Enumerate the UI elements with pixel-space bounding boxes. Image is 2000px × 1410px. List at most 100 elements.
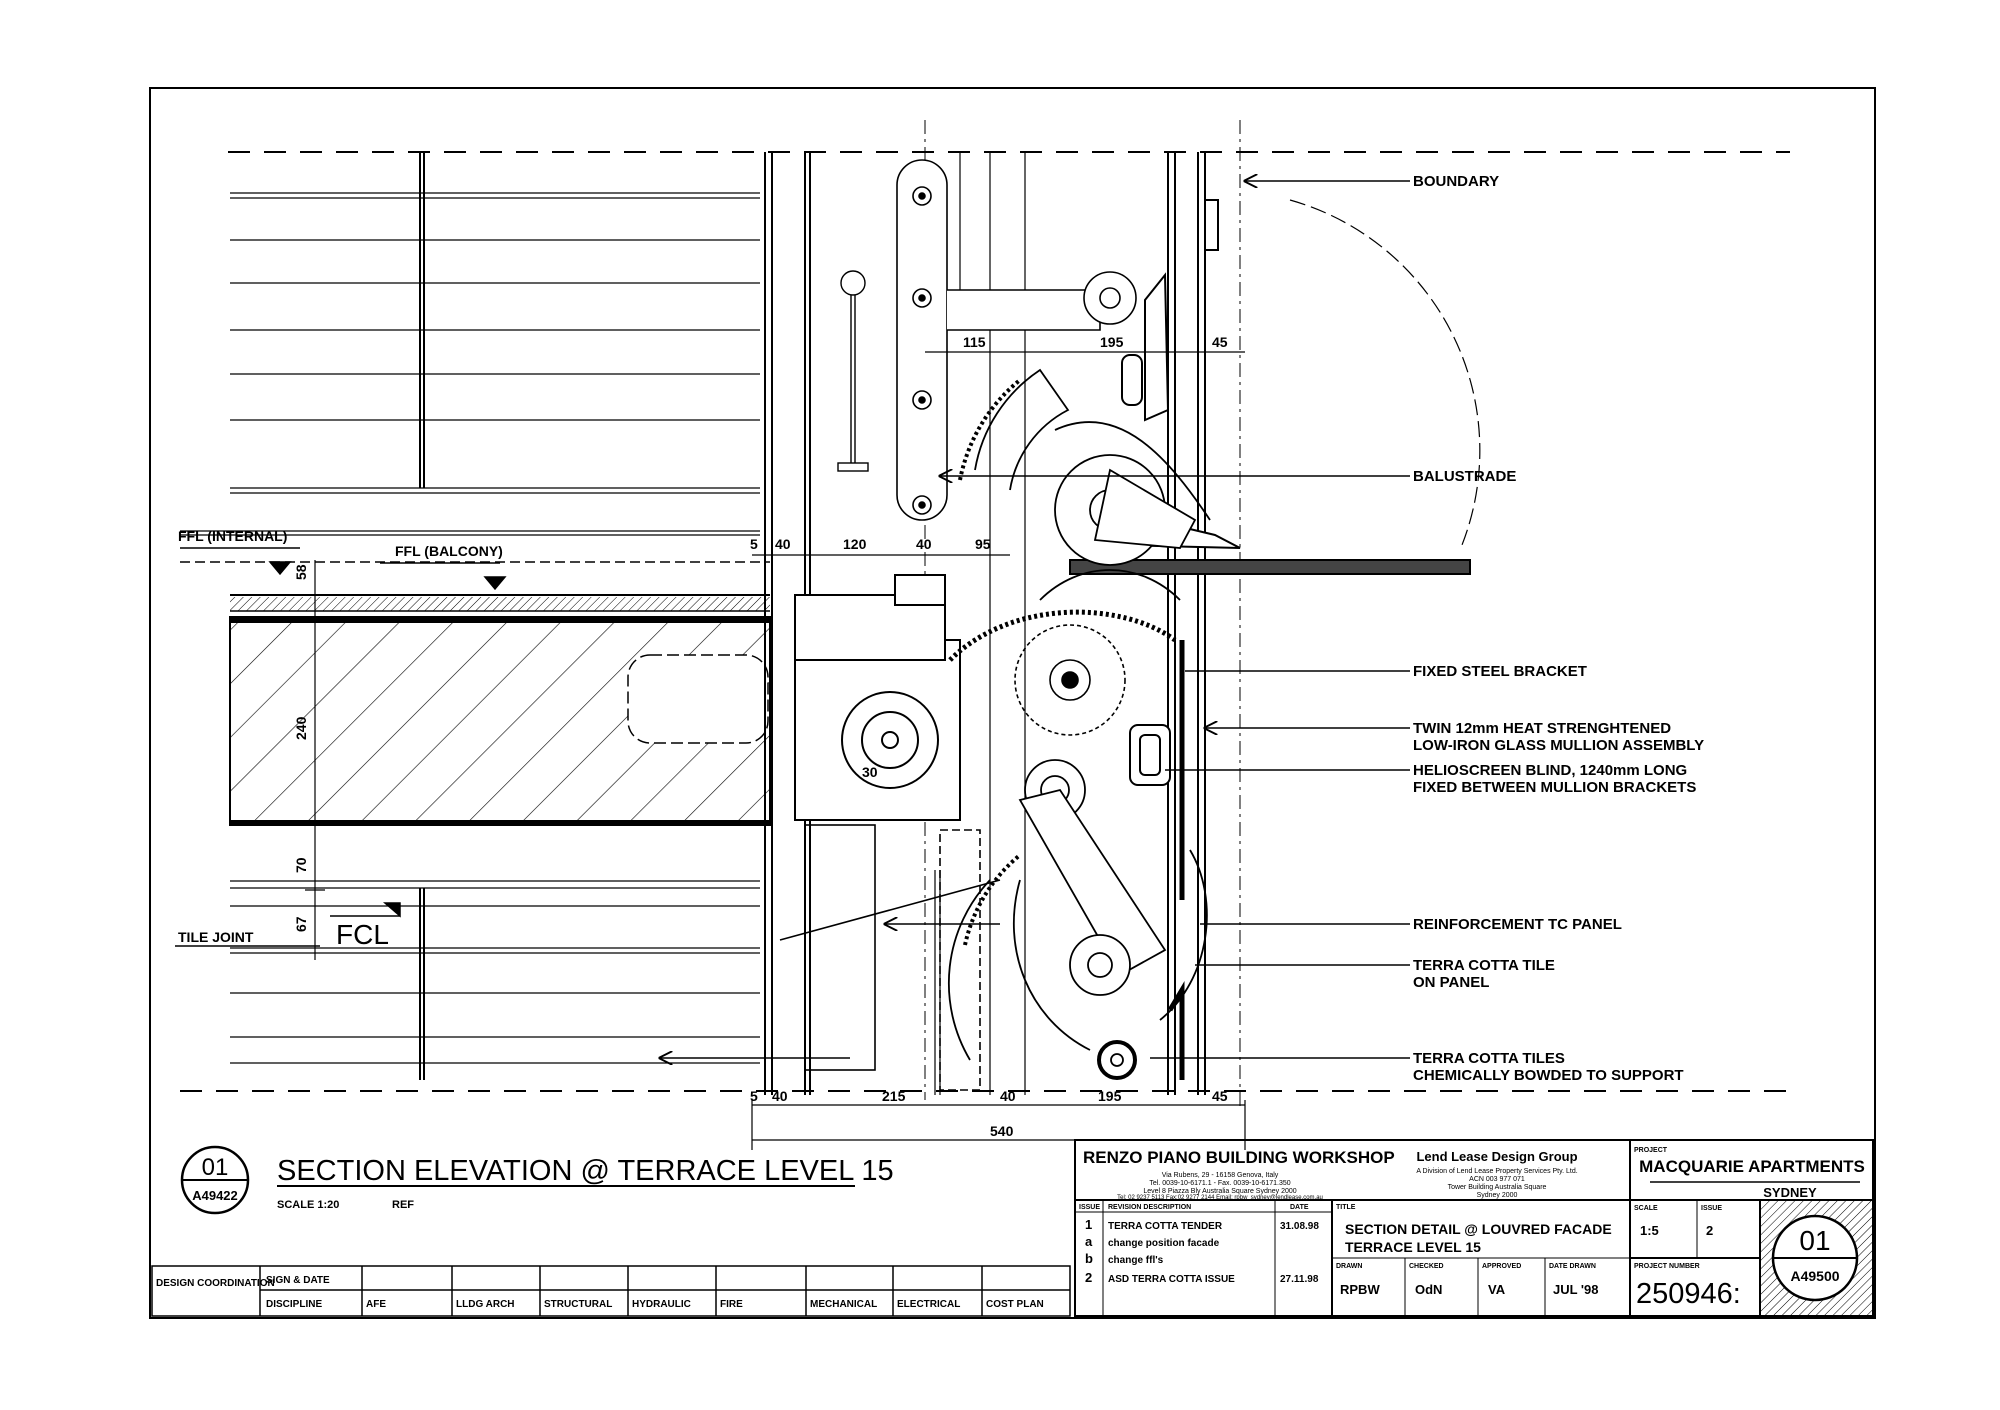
upper-rail <box>896 159 1137 521</box>
coord-col-6: ELECTRICAL <box>897 1299 960 1310</box>
drawing-title-text: SECTION ELEVATION @ TERRACE LEVEL 15 <box>277 1155 894 1187</box>
tb-sheet-title-2: TERRACE LEVEL 15 <box>1345 1239 1481 1255</box>
tb-rev-1-issue: a <box>1085 1234 1093 1249</box>
label-blind-1: HELIOSCREEN BLIND, 1240mm LONG <box>1413 762 1687 779</box>
label-tc-tile-1: TERRA COTTA TILE <box>1413 957 1555 974</box>
dim-bot-540: 540 <box>990 1123 1014 1139</box>
drawing-ref: REF <box>392 1199 414 1211</box>
tb-rev-2-desc: change ffl's <box>1108 1255 1164 1266</box>
tb-firm-addr-3: Level 8 Piazza Bly Australia Square Sydn… <box>1143 1188 1296 1195</box>
dim-bot-40a: 40 <box>772 1088 788 1104</box>
dim-v-240: 240 <box>293 716 309 740</box>
tb-partner-addr-2: ACN 003 977 071 <box>1469 1176 1525 1183</box>
sheet-border <box>149 87 1876 1319</box>
drawing-number: 01 <box>202 1154 229 1181</box>
tb-city: SYDNEY <box>1763 1185 1817 1200</box>
title-block <box>1074 1139 1874 1317</box>
tb-rev-0-issue: 1 <box>1085 1217 1092 1232</box>
tb-approved-hdr: APPROVED <box>1482 1263 1521 1270</box>
dim-mid-40b: 40 <box>916 536 932 552</box>
label-reinforcement: REINFORCEMENT TC PANEL <box>1413 916 1622 933</box>
tb-issue-hdr: ISSUE <box>1079 1204 1100 1211</box>
label-fcl: FCL <box>336 919 389 950</box>
tb-drawn: RPBW <box>1340 1282 1380 1297</box>
coord-col-2: STRUCTURAL <box>544 1299 612 1310</box>
tb-rev-1-desc: change position facade <box>1108 1238 1220 1249</box>
label-tc-tiles-1: TERRA COTTA TILES <box>1413 1050 1565 1067</box>
tb-partner-addr-3: Tower Building Australia Square <box>1448 1184 1547 1191</box>
tb-partner-addr-1: A Division of Lend Lease Property Servic… <box>1416 1168 1577 1175</box>
balustrade-swing-arc <box>1289 199 1481 546</box>
label-ffl-internal: FFL (INTERNAL) <box>178 528 287 544</box>
coord-design-coordination: DESIGN COORDINATION <box>156 1278 275 1289</box>
lower-box <box>779 824 1001 1091</box>
tb-partner: Lend Lease Design Group <box>1416 1149 1577 1164</box>
tb-revision-hdr: REVISION DESCRIPTION <box>1108 1204 1191 1211</box>
tb-project-number: 250946: <box>1636 1278 1741 1310</box>
tb-firm-addr-2: Tel. 0039-10-6171.1 - Fax. 0039-10-6171.… <box>1149 1180 1290 1187</box>
drawing-title: 01 A49422 SECTION ELEVATION @ TERRACE LE… <box>180 1145 894 1215</box>
tb-issue-no: 2 <box>1706 1223 1713 1238</box>
coord-discipline: DISCIPLINE <box>266 1299 322 1310</box>
label-tile-joint: TILE JOINT <box>178 929 254 945</box>
dim-mid-40a: 40 <box>775 536 791 552</box>
pendant-rod <box>837 270 869 472</box>
tb-scale-hdr: SCALE <box>1634 1205 1658 1212</box>
tb-sheet-code: A49500 <box>1790 1268 1839 1284</box>
leader-lines <box>660 181 1410 1058</box>
tb-date-drawn: JUL '98 <box>1553 1282 1599 1297</box>
coord-sign-date: SIGN & DATE <box>266 1275 330 1286</box>
louvre-mechanism-lower <box>947 759 1208 1080</box>
balustrade-glass <box>1121 199 1219 422</box>
coord-col-3: HYDRAULIC <box>632 1299 691 1310</box>
coord-col-5: MECHANICAL <box>810 1299 877 1310</box>
dim-mid-120: 120 <box>843 536 867 552</box>
dim-bot-215: 215 <box>882 1088 906 1104</box>
dim-mid-5: 5 <box>750 536 758 552</box>
tb-firm: RENZO PIANO BUILDING WORKSHOP <box>1083 1148 1395 1167</box>
dim-top-195: 195 <box>1100 334 1124 350</box>
label-tc-tile-2: ON PANEL <box>1413 974 1489 991</box>
label-tc-tiles-2: CHEMICALLY BOWDED TO SUPPORT <box>1413 1067 1684 1084</box>
tb-date-drawn-hdr: DATE DRAWN <box>1549 1263 1596 1270</box>
tb-rev-0-date: 31.08.98 <box>1280 1221 1319 1232</box>
label-ffl-balcony: FFL (BALCONY) <box>395 543 503 559</box>
central-pulley <box>794 574 961 821</box>
tb-partner-addr-4: Sydney 2000 <box>1477 1192 1518 1199</box>
middle-gear <box>948 609 1177 736</box>
label-mullion-2: LOW-IRON GLASS MULLION ASSEMBLY <box>1413 737 1704 754</box>
level-dashed-lines <box>180 151 1795 1092</box>
tb-checked-hdr: CHECKED <box>1409 1263 1444 1270</box>
coord-col-4: FIRE <box>720 1299 743 1310</box>
tb-rev-3-issue: 2 <box>1085 1270 1092 1285</box>
label-mullion-1: TWIN 12mm HEAT STRENGHTENED <box>1413 720 1671 737</box>
label-boundary: BOUNDARY <box>1413 173 1499 190</box>
dim-top-115: 115 <box>963 334 986 350</box>
level-markers <box>175 547 507 947</box>
tb-sheet-title-1: SECTION DETAIL @ LOUVRED FACADE <box>1345 1221 1612 1237</box>
drawing-scale: SCALE 1:20 <box>277 1199 339 1211</box>
tb-sheet-no: 01 <box>1799 1225 1830 1256</box>
tb-rev-2-issue: b <box>1085 1251 1093 1266</box>
dim-v-67: 67 <box>293 916 309 932</box>
tb-project: MACQUARIE APARTMENTS <box>1639 1157 1865 1176</box>
dim-v-30: 30 <box>862 764 878 780</box>
dim-v-70: 70 <box>293 857 309 873</box>
elevation-frame <box>419 152 425 1080</box>
dim-mid-95: 95 <box>975 536 991 552</box>
label-balustrade: BALUSTRADE <box>1413 468 1516 485</box>
tb-project-hdr: PROJECT <box>1634 1147 1668 1154</box>
louvre-mechanism-upper <box>958 368 1211 601</box>
floor-finish <box>180 561 770 612</box>
tb-scale: 1:5 <box>1640 1223 1659 1238</box>
tb-project-number-hdr: PROJECT NUMBER <box>1634 1263 1700 1270</box>
louvre-lines-upper <box>180 192 760 536</box>
concrete-slab <box>229 616 771 826</box>
coord-col-7: COST PLAN <box>986 1299 1044 1310</box>
dim-bot-45: 45 <box>1212 1088 1228 1104</box>
coord-col-1: LLDG ARCH <box>456 1299 515 1310</box>
drawing-sheet-ref: A49422 <box>192 1188 238 1203</box>
dim-top-45: 45 <box>1212 334 1228 350</box>
coordination-table <box>151 1265 1071 1317</box>
